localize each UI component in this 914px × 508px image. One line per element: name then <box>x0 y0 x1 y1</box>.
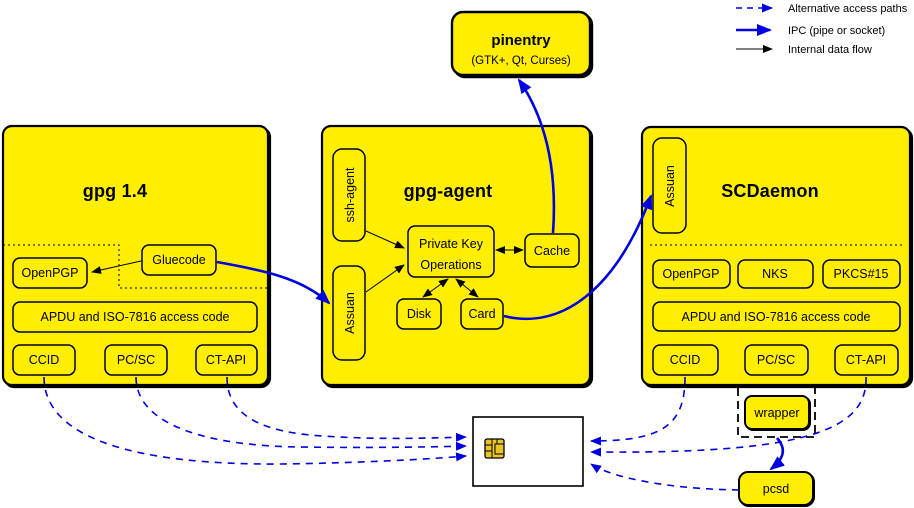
gpg14-ctapi-rect <box>195 344 258 376</box>
pinentry-box: pinentry (GTK+, Qt, Curses) <box>450 10 592 77</box>
gpg14-box: gpg 1.4 OpenPGP Gluecode APDU and ISO-78… <box>1 124 270 387</box>
alt-path-scd-ctapi-to-card <box>590 376 867 457</box>
scd-ctapi-rect <box>834 344 899 376</box>
wrapper-rect <box>744 395 810 430</box>
agent-disk-label: Disk <box>407 307 432 321</box>
scd-ctapi-label: CT-API <box>846 353 886 367</box>
gpg14-pcsc-label: PC/SC <box>117 353 155 367</box>
arrow-pko-card <box>455 278 479 298</box>
smartcard-chip-icon <box>484 438 505 459</box>
alt-path-gpg14-pcsc-to-card <box>135 376 467 451</box>
arrow-sshagent-to-pko <box>365 230 405 249</box>
pcsd-rect <box>738 471 814 506</box>
scd-openpgp-label: OpenPGP <box>663 267 720 281</box>
gpg14-title: gpg 1.4 <box>83 181 147 201</box>
pinentry-title: pinentry <box>491 32 551 49</box>
scd-assuan-rect <box>652 137 687 234</box>
agent-pko-rect <box>407 225 495 278</box>
pcsd-label: pcsd <box>763 482 789 496</box>
ipc-arrow-gluecode-to-agent-assuan <box>216 260 331 305</box>
ipc-arrow-card-to-scd-assuan <box>503 194 653 321</box>
gpg14-ccid-label: CCID <box>29 353 60 367</box>
gpg-agent-box: gpg-agent ssh-agent Assuan Private Key O… <box>320 124 592 387</box>
legend-label-ipc: IPC (pipe or socket) <box>788 25 885 37</box>
agent-assuan-label: Assuan <box>343 292 357 334</box>
legend-label-alternative: Alternative access paths <box>788 3 908 15</box>
agent-card-label: Card <box>468 307 495 321</box>
scd-pcsc-label: PC/SC <box>757 353 795 367</box>
alt-path-scd-ccid-to-card <box>590 376 686 446</box>
gpg14-ctapi-label: CT-API <box>206 353 246 367</box>
alt-path-gpg14-ccid-to-card <box>43 376 467 465</box>
alt-path-gpg14-ctapi-to-card <box>226 376 467 442</box>
agent-cache-label: Cache <box>534 244 570 258</box>
arrow-pko-disk <box>422 278 449 298</box>
gpg-agent-title: gpg-agent <box>404 181 493 201</box>
scd-pcsc-rect <box>744 344 809 376</box>
ipc-arrow-wrapper-to-pcsd <box>769 437 785 471</box>
pinentry-rect <box>450 10 592 77</box>
agent-ssh-agent-rect <box>332 148 366 242</box>
agent-ssh-agent-label: ssh-agent <box>343 167 357 222</box>
scd-nks-label: NKS <box>762 267 788 281</box>
scd-openpgp-rect <box>652 259 731 289</box>
pcsd-group: pcsd <box>738 471 814 506</box>
scd-ccid-rect <box>652 344 719 376</box>
scdaemon-box: SCDaemon Assuan OpenPGP NKS PKCS#15 APDU… <box>640 125 912 387</box>
gpg14-gluecode-rect <box>141 244 217 276</box>
gpg14-ccid-rect <box>12 344 76 376</box>
scd-apdu-rect <box>652 301 901 332</box>
agent-card-rect <box>460 298 504 330</box>
scd-pkcs15-rect <box>822 259 901 289</box>
legend-label-internal: Internal data flow <box>788 44 872 56</box>
gpg14-gluecode-label: Gluecode <box>152 253 206 267</box>
scd-apdu-label: APDU and ISO-7816 access code <box>682 310 871 324</box>
wrapper-group: wrapper <box>737 384 816 438</box>
gpg14-openpgp-rect <box>12 257 88 289</box>
agent-cache-rect <box>524 233 580 268</box>
ipc-arrow-cache-to-pinentry <box>517 78 556 234</box>
alt-path-pcsd-to-card <box>590 463 740 491</box>
arrow-gluecode-to-openpgp <box>91 260 142 274</box>
agent-pko-label-line2: Operations <box>420 258 481 272</box>
scd-nks-rect <box>737 259 814 289</box>
agent-assuan-rect <box>332 265 366 361</box>
scd-pkcs15-label: PKCS#15 <box>834 267 889 281</box>
agent-disk-rect <box>396 298 442 330</box>
legend: Alternative access paths IPC (pipe or so… <box>736 3 908 56</box>
smartcard <box>472 416 584 487</box>
gpg14-apdu-label: APDU and ISO-7816 access code <box>41 310 230 324</box>
pinentry-subtitle: (GTK+, Qt, Curses) <box>471 55 571 67</box>
gpg14-openpgp-label: OpenPGP <box>22 266 79 280</box>
scdaemon-title: SCDaemon <box>721 181 819 201</box>
arrow-assuan-to-pko <box>365 264 405 293</box>
gpg14-pcsc-rect <box>104 344 168 376</box>
agent-pko-label-line1: Private Key <box>419 237 484 251</box>
gpg14-apdu-rect <box>12 301 258 333</box>
wrapper-label: wrapper <box>753 406 799 420</box>
scd-assuan-label: Assuan <box>663 165 677 207</box>
scd-ccid-label: CCID <box>670 353 701 367</box>
